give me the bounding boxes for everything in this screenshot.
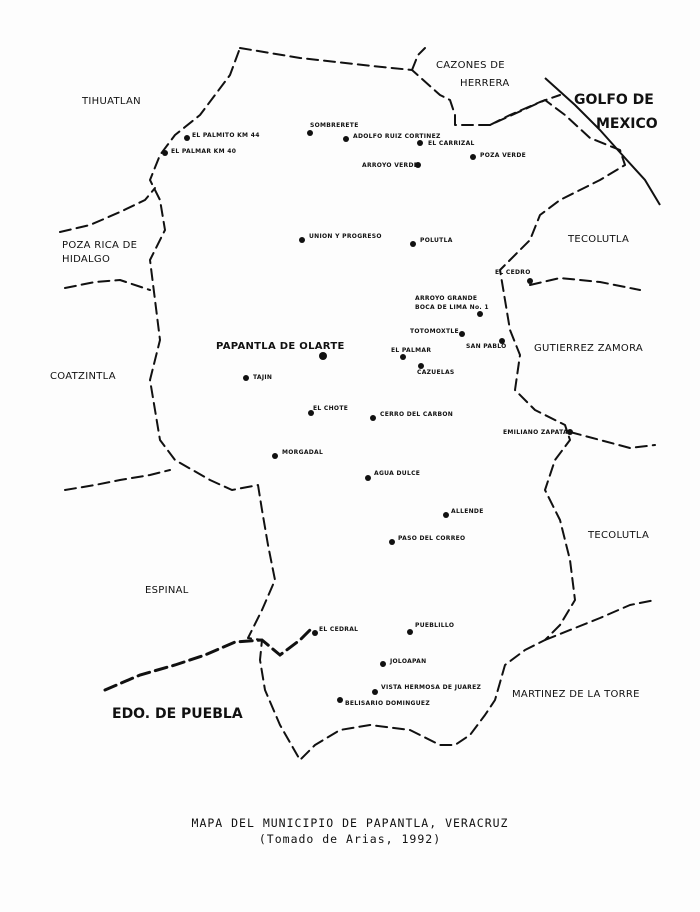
boundary-gutierrez-tecolutla: [569, 431, 656, 449]
label-martinez-de-la-torre: MARTINEZ DE LA TORRE: [512, 689, 640, 700]
town-morgadal: MORGADAL: [282, 449, 324, 456]
town-allende: ALLENDE: [451, 508, 484, 515]
town-arroyo-verde: ARROYO VERDE: [362, 162, 419, 169]
town-belisario-dominguez: BELISARIO DOMINGUEZ: [345, 700, 430, 707]
town-tajin: TAJIN: [253, 374, 273, 381]
municipality-boundary: [149, 47, 626, 761]
town-dot: [477, 311, 483, 317]
town-el-carrizal: EL CARRIZAL: [428, 140, 475, 147]
label-edo-de-puebla: EDO. DE PUEBLA: [112, 706, 243, 722]
town-dot: [459, 331, 465, 337]
town-dot: [184, 135, 190, 141]
label-herrera: HERRERA: [460, 78, 510, 89]
town-dot: [470, 154, 476, 160]
town-vista-hermosa-de-juarez: VISTA HERMOSA DE JUAREZ: [381, 684, 482, 691]
town-el-palmar: EL PALMAR: [391, 347, 432, 354]
town-dot: [343, 136, 349, 142]
label-poza-rica: POZA RICA DE: [62, 240, 138, 251]
town-cazuelas: CAZUELAS: [417, 369, 455, 376]
town-dot: [443, 512, 449, 518]
papantla-dot: [319, 352, 327, 360]
town-boca-de-lima: BOCA DE LIMA No. 1: [415, 304, 489, 311]
label-tihuatlan: TIHUATLAN: [82, 96, 141, 107]
town-paso-del-correo: PASO DEL CORREO: [398, 535, 466, 542]
town-dot: [308, 410, 314, 416]
town-dot: [389, 539, 395, 545]
boundary-tecolutla-gutierrez: [529, 277, 641, 291]
town-el-cedral: EL CEDRAL: [319, 626, 359, 633]
town-pueblillo: PUEBLILLO: [415, 622, 455, 629]
label-hidalgo: HIDALGO: [62, 254, 111, 265]
town-papantla-de-olarte: PAPANTLA DE OLARTE: [216, 341, 345, 352]
boundary-tecolutla-martinez: [544, 599, 656, 641]
town-dot: [365, 475, 371, 481]
town-dot: [162, 150, 168, 156]
town-dot: [272, 453, 278, 459]
town-dot: [415, 162, 421, 168]
town-dot: [407, 629, 413, 635]
town-dot: [312, 630, 318, 636]
town-dot: [400, 354, 406, 360]
town-agua-dulce: AGUA DULCE: [374, 470, 421, 477]
town-dot: [567, 429, 573, 435]
town-dot: [410, 241, 416, 247]
puebla-state-boundary: [103, 628, 312, 692]
map-caption-source: (Tomado de Arias, 1992): [258, 832, 442, 846]
label-gutierrez-zamora: GUTIERREZ ZAMORA: [534, 343, 644, 354]
town-joloapan: JOLOAPAN: [390, 658, 427, 665]
town-el-cedro: EL CEDRO: [495, 269, 531, 276]
town-dot: [417, 140, 423, 146]
boundary-cazones-top: [411, 47, 426, 71]
map-caption-title: MAPA DEL MUNICIPIO DE PAPANTLA, VERACRUZ: [191, 816, 509, 830]
label-cazones: CAZONES DE: [436, 60, 505, 71]
town-union-y-progreso: UNION Y PROGRESO: [309, 233, 382, 240]
town-el-palmito: EL PALMITO KM 44: [192, 132, 260, 139]
town-dot: [527, 278, 533, 284]
boundary-tihuatlan-pozarica: [59, 187, 156, 233]
town-emiliano-zapata: EMILIANO ZAPATA: [503, 429, 569, 436]
town-dot: [370, 415, 376, 421]
town-dot: [337, 697, 343, 703]
boundary-pozarica-coatzintla: [64, 279, 151, 291]
town-dot: [380, 661, 386, 667]
label-espinal: ESPINAL: [145, 585, 189, 596]
town-arroyo-grande: ARROYO GRANDE: [415, 295, 478, 302]
town-dot: [307, 130, 313, 136]
town-polutla: POLUTLA: [420, 237, 453, 244]
label-coatzintla: COATZINTLA: [50, 371, 116, 382]
town-dot: [372, 689, 378, 695]
boundary-coatzintla-espinal: [64, 469, 171, 491]
label-tecolutla-north: TECOLUTLA: [568, 234, 630, 245]
town-dot: [499, 338, 505, 344]
town-san-pablo: SAN PABLO: [466, 343, 507, 350]
town-sombrerete: SOMBRERETE: [310, 122, 359, 129]
boundary-cazones-gulf: [489, 94, 561, 126]
town-dot: [243, 375, 249, 381]
town-dot: [418, 363, 424, 369]
town-el-palmar-km: EL PALMAR KM 40: [171, 148, 237, 155]
town-poza-verde: POZA VERDE: [480, 152, 527, 159]
town-cerro-del-carbon: CERRO DEL CARBON: [380, 411, 454, 418]
label-tecolutla-south: TECOLUTLA: [588, 530, 650, 541]
town-totomoxtle: TOTOMOXTLE: [410, 328, 459, 335]
town-el-chote: EL CHOTE: [313, 405, 349, 412]
label-mexico: MEXICO: [596, 116, 658, 132]
label-golfo: GOLFO DE: [574, 92, 654, 108]
town-adolfo-ruiz-cortinez: ADOLFO RUIZ CORTINEZ: [353, 133, 441, 140]
coastline: [544, 77, 661, 206]
town-dot: [299, 237, 305, 243]
